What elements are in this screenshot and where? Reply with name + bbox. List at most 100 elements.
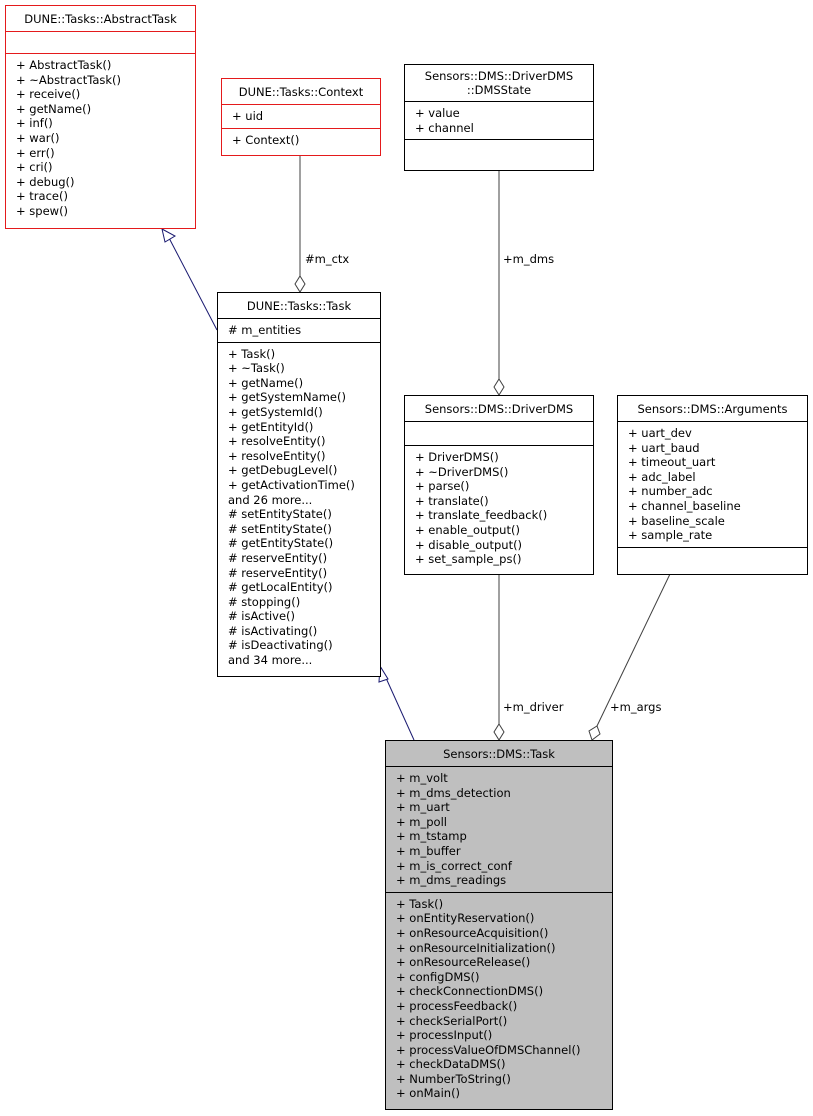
class-arguments[interactable]: Sensors::DMS::Arguments + uart_dev+ uart…	[617, 395, 808, 575]
member-line: + onEntityReservation()	[396, 911, 535, 926]
member-line: + onMain()	[396, 1086, 461, 1101]
member-line: + getSystemName()	[228, 390, 346, 405]
member-line: # isDeactivating()	[228, 638, 333, 653]
member-line: DUNE::Tasks::Task	[246, 299, 352, 313]
member-line: + ~Task()	[228, 361, 285, 376]
member-line: + number_adc	[628, 484, 713, 499]
member-line: + uid	[232, 109, 264, 123]
inheritance-edge-dmstask-task	[385, 677, 415, 741]
edge-label-m-ctx: #m_ctx	[305, 252, 350, 266]
member-line: + getSystemId()	[228, 404, 323, 419]
member-line: + err()	[16, 145, 55, 160]
member-line: Sensors::DMS::DriverDMS	[424, 69, 574, 83]
member-line: + m_buffer	[396, 843, 461, 858]
member-line: # reserveEntity()	[228, 550, 328, 565]
class-title: Sensors::DMS::DriverDMS	[405, 396, 593, 421]
member-line: + m_is_correct_conf	[396, 858, 512, 873]
member-line: + DriverDMS()	[415, 450, 499, 464]
member-line: + set_sample_ps()	[415, 552, 522, 567]
class-dms-task[interactable]: Sensors::DMS::Task + m_volt+ m_dms_detec…	[385, 740, 613, 1110]
member-line: + channel_baseline	[628, 498, 741, 513]
member-line: + onResourceInitialization()	[396, 940, 556, 955]
member-line: + resolveEntity()	[228, 434, 326, 449]
member-line: + checkDataDMS()	[396, 1057, 506, 1072]
member-line: ::DMSState	[466, 83, 532, 97]
inheritance-edge-task-abstracttask	[167, 235, 218, 331]
member-line: + onResourceAcquisition()	[396, 925, 549, 940]
edge-label-m-dms: +m_dms	[503, 252, 555, 266]
member-line: + m_poll	[396, 814, 447, 829]
member-line: + processFeedback()	[396, 998, 518, 1013]
member-line: + adc_label	[628, 469, 696, 484]
member-line: + ~DriverDMS()	[415, 464, 509, 479]
member-line: + sample_rate	[628, 528, 713, 543]
member-line: + translate_feedback()	[415, 508, 548, 523]
member-line: # isActivating()	[228, 623, 318, 638]
member-line: + m_dms_detection	[396, 785, 511, 800]
class-abstract-task[interactable]: DUNE::Tasks::AbstractTask + AbstractTask…	[5, 5, 196, 229]
member-line: Sensors::DMS::Arguments	[637, 402, 788, 416]
attributes-section: + uid	[222, 104, 380, 128]
member-line: + m_volt	[396, 771, 448, 785]
member-line: DUNE::Tasks::AbstractTask	[24, 12, 177, 26]
member-line: + debug()	[16, 174, 75, 189]
methods-section: + AbstractTask()+ ~AbstractTask()+ recei…	[6, 53, 195, 223]
methods-section: + DriverDMS()+ ~DriverDMS()+ parse() + tr…	[405, 445, 593, 571]
attributes-section	[405, 421, 593, 445]
member-line: # getEntityState()	[228, 536, 334, 551]
member-line: + receive()	[16, 87, 81, 102]
member-line: + trace()	[16, 189, 68, 204]
member-line: + checkSerialPort()	[396, 1013, 508, 1028]
member-line: + baseline_scale	[628, 513, 725, 528]
class-driver-dms[interactable]: Sensors::DMS::DriverDMS + DriverDMS()+ ~…	[404, 395, 594, 575]
composition-diamond	[294, 275, 306, 293]
attributes-section: # m_entities	[218, 318, 380, 342]
member-line: + uart_dev	[628, 426, 692, 440]
member-line: + uart_baud	[628, 440, 700, 455]
member-line: + spew()	[16, 203, 69, 218]
member-line: + getActivationTime()	[228, 477, 355, 492]
class-title: DUNE::Tasks::Context	[222, 79, 380, 104]
member-line: + m_dms_readings	[396, 873, 507, 888]
methods-section	[405, 139, 593, 164]
member-line: + onResourceRelease()	[396, 955, 531, 970]
member-line: + getName()	[16, 101, 92, 116]
class-title: Sensors::DMS::Arguments	[618, 396, 807, 421]
member-line: + parse()	[415, 479, 470, 494]
inheritance-arrowhead	[161, 228, 177, 243]
class-dms-state[interactable]: Sensors::DMS::DriverDMS::DMSState + valu…	[404, 64, 594, 171]
member-line: + Task()	[396, 896, 444, 911]
member-line: + disable_output()	[415, 537, 523, 552]
class-task[interactable]: DUNE::Tasks::Task # m_entities + Task()+…	[217, 292, 381, 677]
member-line: Sensors::DMS::DriverDMS	[424, 402, 574, 416]
member-line: + NumberToString()	[396, 1071, 511, 1086]
member-line: + getDebugLevel()	[228, 463, 338, 478]
member-line: # getLocalEntity()	[228, 580, 333, 595]
member-line: # reserveEntity()	[228, 565, 328, 580]
member-line: + resolveEntity()	[228, 448, 326, 463]
member-line: + getName()	[228, 375, 304, 390]
class-context[interactable]: DUNE::Tasks::Context + uid + Context()	[221, 78, 381, 156]
attributes-section	[6, 31, 195, 53]
member-line: + timeout_uart	[628, 455, 716, 470]
member-line: + m_uart	[396, 800, 450, 815]
member-line: + Task()	[228, 346, 276, 361]
member-line: + value	[415, 106, 460, 120]
member-line: + enable_output()	[415, 522, 520, 537]
edge-label-m-args: +m_args	[610, 700, 662, 714]
composition-diamond	[588, 725, 601, 741]
class-title: Sensors::DMS::Task	[386, 741, 612, 766]
member-line: + cri()	[16, 160, 53, 175]
member-line: # m_entities	[228, 323, 302, 337]
member-line: # setEntityState()	[228, 521, 332, 536]
member-line: + ~AbstractTask()	[16, 72, 121, 87]
member-line: + checkConnectionDMS()	[396, 984, 544, 999]
member-line: # isActive()	[228, 609, 296, 624]
composition-diamond	[493, 378, 505, 396]
member-line: + AbstractTask()	[16, 58, 112, 72]
methods-section: + Task()+ ~Task()+ getName()+ getSystemN…	[218, 341, 380, 672]
member-line: # stopping()	[228, 594, 301, 609]
methods-section: + Task()+ onEntityReservation()+ onResou…	[386, 891, 612, 1105]
member-line: + channel	[415, 120, 474, 135]
